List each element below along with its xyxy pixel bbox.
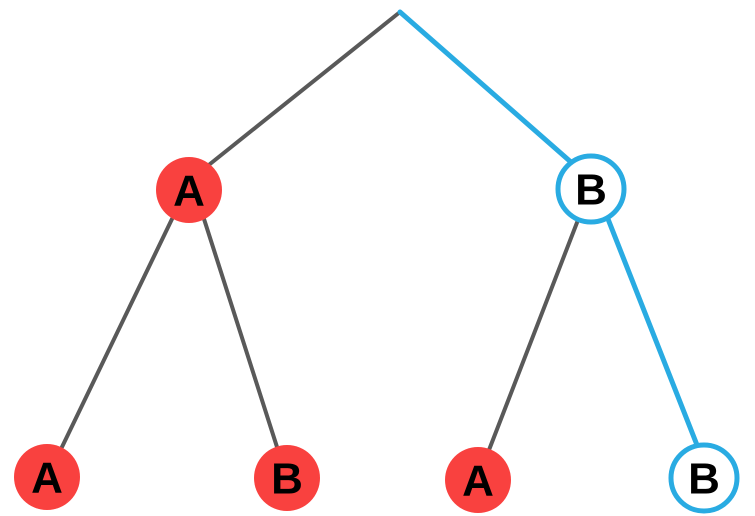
leaf-b-2-label: B: [688, 455, 720, 504]
edges-layer: [60, 9, 700, 452]
edge-right-b-to-leaf-a: [487, 218, 580, 452]
node-right-b[interactable]: B: [555, 153, 627, 225]
edge-root-to-right-b: [397, 9, 575, 166]
node-right-b-label: B: [575, 166, 607, 215]
nodes-layer: A B A B A B: [14, 153, 740, 514]
leaf-b-1-circle[interactable]: [254, 445, 320, 511]
leaf-a-1[interactable]: A: [14, 444, 80, 510]
leaf-a-2-circle[interactable]: [445, 447, 511, 513]
leaf-a-1-circle[interactable]: [14, 444, 80, 510]
node-right-b-circle[interactable]: [555, 153, 627, 225]
leaf-b-2-circle[interactable]: [668, 442, 740, 514]
leaf-a-2[interactable]: A: [445, 447, 511, 513]
node-left-a-circle[interactable]: [156, 157, 222, 223]
leaf-b-1[interactable]: B: [254, 445, 320, 511]
edge-left-a-to-leaf-b: [202, 217, 279, 449]
leaf-a-2-label: A: [462, 457, 494, 506]
leaf-a-1-label: A: [31, 454, 63, 503]
leaf-b-1-label: B: [271, 455, 303, 504]
leaf-b-2[interactable]: B: [668, 442, 740, 514]
edge-left-a-to-leaf-a: [60, 217, 174, 449]
edge-root-to-left-a: [203, 10, 402, 170]
edge-right-b-to-leaf-b: [605, 216, 700, 448]
node-left-a[interactable]: A: [156, 157, 222, 223]
node-left-a-label: A: [173, 167, 205, 216]
